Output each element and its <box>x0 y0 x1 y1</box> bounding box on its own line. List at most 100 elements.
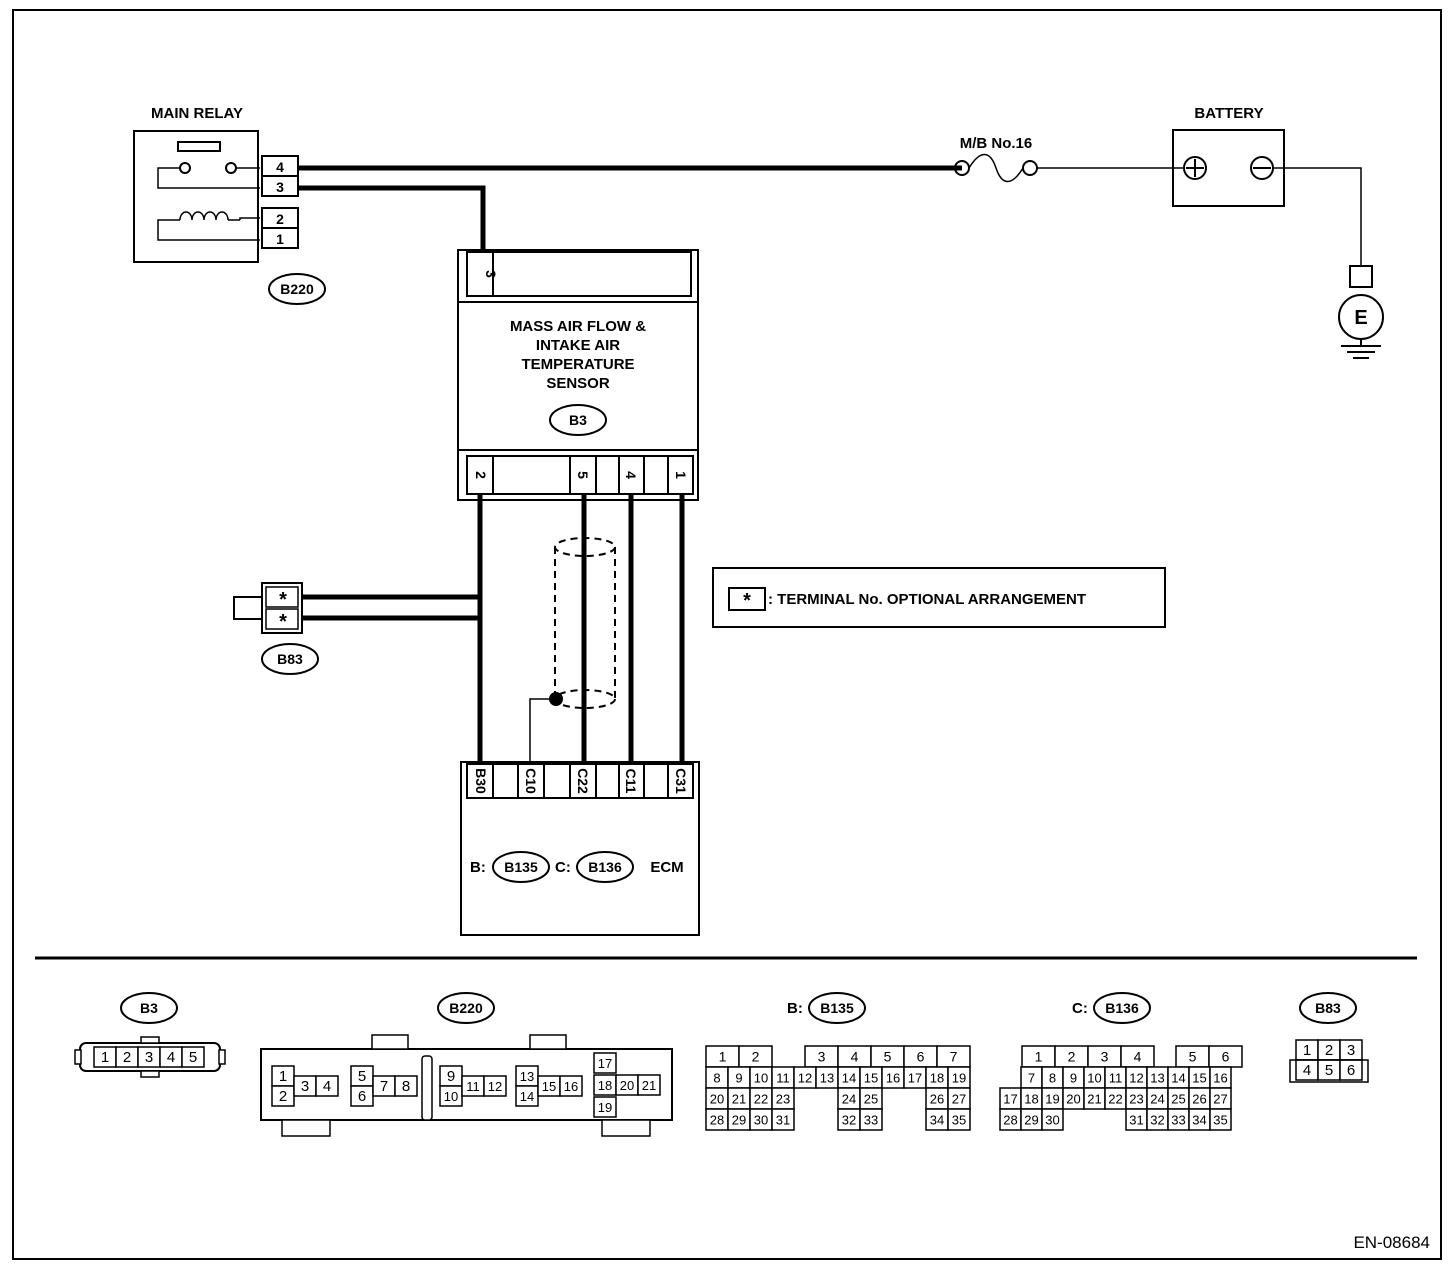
ground-label: E <box>1354 307 1367 329</box>
b136-pin-34: 34 <box>1192 1113 1206 1128</box>
maf-sensor: 3 MASS AIR FLOW & INTAKE AIR TEMPERATURE… <box>457 249 699 501</box>
ecm-terminal-c10: C10 <box>523 768 539 794</box>
b136-pin-6: 6 <box>1222 1049 1230 1065</box>
battery-positive-icon <box>1183 156 1207 180</box>
ecm-terminal-c11: C11 <box>623 769 639 794</box>
b220-pin-4-cell <box>315 1075 339 1097</box>
b220-pin-4: 4 <box>323 1078 331 1095</box>
b135-pin-18: 18 <box>930 1071 944 1086</box>
relay-switch-icon <box>157 141 260 189</box>
b83-pin-4: 4 <box>1303 1062 1311 1079</box>
b83-terminal-b: * <box>279 611 287 633</box>
relay-terminal-3: 3 <box>276 179 284 195</box>
b220-pin-3: 3 <box>301 1078 309 1095</box>
maf-sensor-name-line2: INTAKE AIR <box>536 337 620 354</box>
note-text: : TERMINAL No. OPTIONAL ARRANGEMENT <box>768 591 1086 608</box>
b136-pin-8: 8 <box>1049 1071 1056 1086</box>
wire-relay3-maf3 <box>298 185 486 252</box>
b135-pin-1: 1 <box>719 1049 727 1065</box>
b135-pin-22: 22 <box>754 1092 768 1107</box>
b220-pin-1: 1 <box>279 1068 287 1085</box>
b136-pin-24: 24 <box>1150 1092 1164 1107</box>
b136-pin-14: 14 <box>1171 1071 1185 1086</box>
b135-pin-26: 26 <box>930 1092 944 1107</box>
b135-pin-33: 33 <box>864 1113 878 1128</box>
b135-pin-15: 15 <box>864 1071 878 1086</box>
maf-terminal-5: 5 <box>575 471 591 479</box>
b136-pin-23: 23 <box>1129 1092 1143 1107</box>
ecm-terminal-c22: C22 <box>575 768 591 794</box>
b220-pin-9: 9 <box>447 1068 455 1085</box>
b135-pin-2: 2 <box>752 1049 760 1065</box>
b135-pin-32: 32 <box>842 1113 856 1128</box>
ecm-prefix-c: C: <box>555 859 571 876</box>
connector-view-b83-tag: B83 <box>1315 1000 1341 1016</box>
ecm-terminal-c31: C31 <box>673 768 689 794</box>
b136-pin-10: 10 <box>1087 1071 1101 1086</box>
b135-pin-24: 24 <box>842 1092 856 1107</box>
b135-pin-23: 23 <box>776 1092 790 1107</box>
b83-pin-3: 3 <box>1347 1042 1355 1059</box>
note-symbol: * <box>743 590 751 612</box>
b136-pin-4: 4 <box>1134 1049 1142 1065</box>
b135-pin-13: 13 <box>820 1071 834 1086</box>
b135-pin-33-cell <box>859 1108 883 1131</box>
connector-tag-b3 <box>549 404 607 436</box>
b135-pin-8: 8 <box>713 1071 720 1086</box>
connector-b83: * * B83 <box>233 582 319 675</box>
b135-pin-35-cell <box>947 1108 971 1131</box>
b220-pin-11: 11 <box>466 1079 480 1094</box>
b135-pin-16: 16 <box>886 1071 900 1086</box>
b3-pin-1: 1 <box>101 1049 109 1066</box>
b83-pin-5: 5 <box>1325 1062 1333 1079</box>
b83-pin-1: 1 <box>1303 1042 1311 1059</box>
b135-pin-25: 25 <box>864 1092 878 1107</box>
b135-pin-34: 34 <box>930 1113 944 1128</box>
b220-pin-21: 21 <box>642 1078 656 1093</box>
connector-tag-b83 <box>261 643 319 675</box>
b136-pin-16: 16 <box>1213 1071 1227 1086</box>
b135-pin-6: 6 <box>917 1049 925 1065</box>
battery-negative-icon <box>1250 156 1274 180</box>
connector-tag-b136 <box>576 851 634 883</box>
b220-pin-10: 10 <box>444 1089 458 1104</box>
b135-pin-21: 21 <box>732 1092 746 1107</box>
b220-pin-8: 8 <box>402 1078 410 1095</box>
b136-pin-31: 31 <box>1129 1113 1143 1128</box>
wire-shield-c10 <box>529 698 556 766</box>
b220-pin-17: 17 <box>598 1056 612 1071</box>
b135-pin-35: 35 <box>952 1113 966 1128</box>
b136-pin-30: 30 <box>1045 1113 1059 1128</box>
b135-pin-31: 31 <box>776 1113 790 1128</box>
b220-pin-16-cell <box>559 1075 583 1097</box>
b220-pin-12: 12 <box>488 1079 502 1094</box>
note-box: * : TERMINAL No. OPTIONAL ARRANGEMENT <box>712 567 1166 628</box>
b220-pin-17-cell <box>593 1052 617 1074</box>
b3-pin-5-cell <box>181 1046 205 1068</box>
b136-pin-35-cell <box>1209 1108 1232 1131</box>
connector-tag-b220 <box>268 273 326 305</box>
b135-pin-28: 28 <box>710 1113 724 1128</box>
maf-terminal-4: 4 <box>623 471 639 479</box>
b135-pin-3: 3 <box>818 1049 826 1065</box>
fuse-label: M/B No.16 <box>960 135 1033 152</box>
relay-terminal-4: 4 <box>276 159 284 175</box>
b136-pin-29: 29 <box>1024 1113 1038 1128</box>
b3-pin-2: 2 <box>123 1049 131 1066</box>
b135-pin-10: 10 <box>754 1071 768 1086</box>
connector-view-b220-tag: B220 <box>449 1000 483 1016</box>
relay-terminal-2: 2 <box>276 211 284 227</box>
b220-pin-13: 13 <box>520 1069 534 1084</box>
b220-pin-20: 20 <box>620 1078 634 1093</box>
b220-pin-19: 19 <box>598 1100 612 1115</box>
b136-pin-30-cell <box>1041 1108 1064 1131</box>
b135-pin-12: 12 <box>798 1071 812 1086</box>
b136-pin-11: 11 <box>1109 1071 1123 1086</box>
b136-pin-17: 17 <box>1003 1092 1017 1107</box>
maf-sensor-name-line1: MASS AIR FLOW & <box>510 318 646 335</box>
b220-pin-5: 5 <box>358 1068 366 1085</box>
